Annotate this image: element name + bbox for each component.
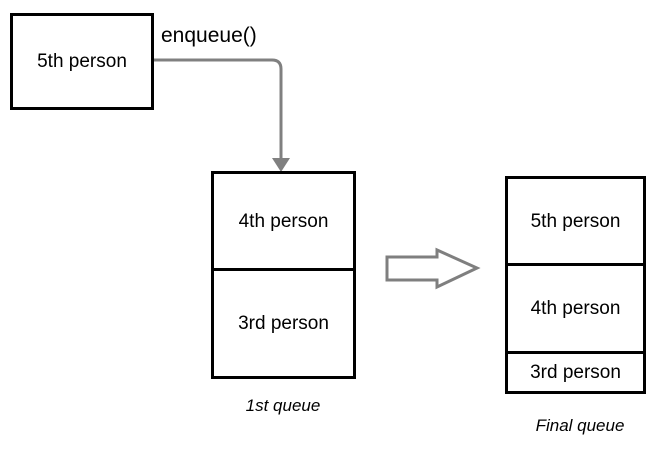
queue-cell: 4th person bbox=[508, 263, 643, 351]
enqueue-label: enqueue() bbox=[161, 24, 257, 47]
block-arrow-right-icon bbox=[385, 247, 481, 290]
final-queue-caption: Final queue bbox=[535, 416, 625, 435]
source-box: 5th person bbox=[10, 13, 154, 110]
source-box-label: 5th person bbox=[13, 16, 151, 107]
queue-cell: 5th person bbox=[508, 179, 643, 263]
first-queue-box: 4th person 3rd person bbox=[211, 171, 356, 379]
queue-cell: 3rd person bbox=[508, 351, 643, 391]
final-queue-box: 5th person 4th person 3rd person bbox=[505, 176, 646, 394]
elbow-arrow-down-icon bbox=[153, 58, 290, 172]
queue-cell: 4th person bbox=[214, 174, 353, 268]
first-queue-caption: 1st queue bbox=[245, 396, 321, 415]
queue-cell: 3rd person bbox=[214, 268, 353, 376]
